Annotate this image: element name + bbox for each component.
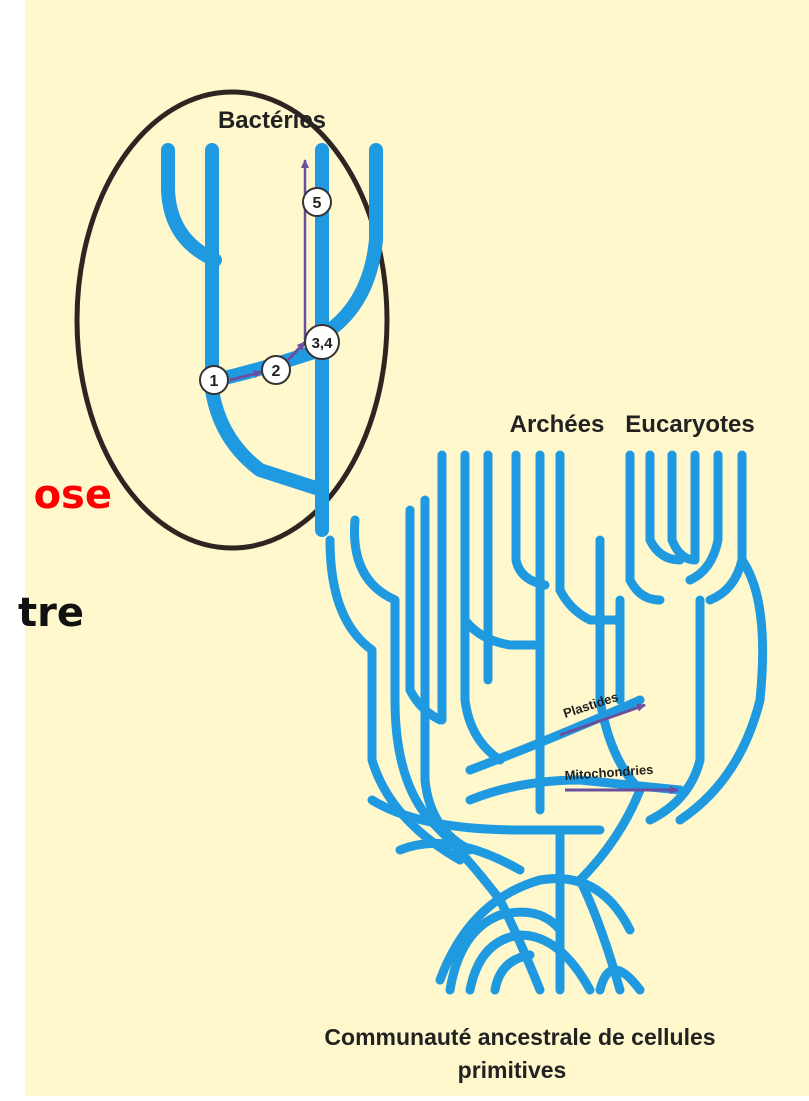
label-archaea: Archées <box>510 411 605 438</box>
partial-heading-black: tre <box>0 590 84 636</box>
svg-text:1: 1 <box>210 373 219 390</box>
label-ancestral-line1: Communauté ancestrale de cellules <box>324 1024 715 1050</box>
label-ancestral-line2: primitives <box>458 1057 567 1083</box>
partial-heading-red: ose <box>0 472 112 518</box>
label-bacteria: Bactéries <box>218 107 326 134</box>
step-5: 5 <box>303 188 331 216</box>
zoom-circle: 1 2 3,4 5 <box>77 92 387 548</box>
step-3-4: 3,4 <box>305 325 339 359</box>
svg-text:3,4: 3,4 <box>312 335 334 352</box>
step-2: 2 <box>262 356 290 384</box>
svg-text:5: 5 <box>313 195 322 212</box>
label-eukaryotes: Eucaryotes <box>625 411 754 438</box>
svg-text:2: 2 <box>272 363 281 380</box>
step-1: 1 <box>200 366 228 394</box>
